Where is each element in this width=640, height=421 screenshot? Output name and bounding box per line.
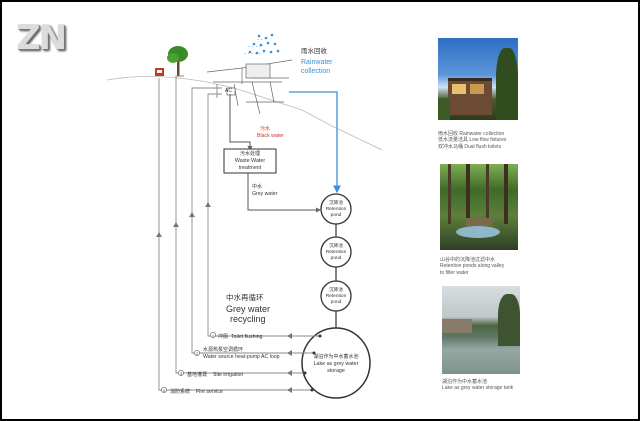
pond-2-cn: 沉降池: [329, 242, 343, 249]
rainwater-en-1: Rainwater: [301, 59, 333, 66]
zn-logo: ZN: [16, 18, 67, 58]
output-1-num: 1: [212, 334, 214, 338]
photo-house: [438, 38, 518, 120]
black-water-cn: 污水: [260, 125, 270, 132]
pond-2-en-2: pond: [331, 255, 342, 261]
caption-1: 雨水回收 Rainwater collection 低水流量洁具 Low flo…: [438, 131, 507, 150]
return-loops: [158, 75, 320, 391]
output-1-en: Toilet flushing: [231, 334, 263, 340]
building-icon: [206, 59, 293, 115]
ground-line: [106, 76, 383, 151]
lake-storage: [301, 327, 371, 399]
output-1: [210, 332, 216, 338]
rainwater-en-2: collection: [301, 68, 330, 75]
pond-1-en-1: Retention: [326, 206, 347, 212]
output-3-cn: 基地灌溉: [187, 371, 207, 378]
treatment-cn: 污水处理: [240, 150, 260, 157]
output-4: [161, 387, 167, 393]
recycling-en-2: recycling: [230, 314, 266, 324]
raindrops: [248, 33, 280, 55]
output-3-en: Site irrigation: [213, 372, 243, 378]
tree-icon: [167, 46, 188, 76]
pond-3-en-1: Retention: [326, 293, 347, 299]
output-1-cn: 冲厕: [218, 333, 228, 340]
ac-label: AC: [225, 88, 232, 94]
lake-cn: 湖泊作为中水蓄水池: [313, 353, 358, 360]
output-2-num: 2: [196, 352, 198, 356]
svg-text:․ ․ ․ ․: ․ ․ ․ ․: [248, 43, 261, 49]
flow-arrows: [156, 202, 292, 393]
treatment-en-2: treatment: [239, 165, 262, 171]
treatment-en-1: Waste Water: [235, 158, 265, 164]
output-4-en: Fire service: [196, 389, 223, 395]
output-4-cn: 消防系统: [170, 388, 190, 395]
fire-tank-icon: [155, 68, 164, 76]
output-4-num: 4: [163, 389, 165, 393]
grey-water-en: Grey water: [252, 191, 278, 197]
pond-1-cn: 沉降池: [329, 199, 343, 206]
output-2: [194, 350, 200, 356]
svg-text:․ ․: ․ ․: [257, 36, 263, 42]
output-2-cn: 水源热泵空调循环: [203, 346, 243, 353]
black-water-pipe: [229, 94, 253, 151]
caption-3: 湖泊作为中水蓄水池 Lake as grey water storage tan…: [442, 379, 514, 392]
photo-lake: [442, 286, 520, 374]
pond-3-en-2: pond: [331, 299, 342, 305]
lake-connectors: [303, 334, 322, 392]
rainwater-pipe: [289, 91, 341, 194]
lake-en-2: storage: [327, 368, 345, 374]
treatment-box: [223, 148, 277, 174]
grey-water-cn: 中水: [252, 183, 262, 190]
rainwater-cn: 雨水回收: [301, 46, 328, 55]
photo-forest-pond: [440, 164, 518, 250]
recycling-en-1: Grey water: [226, 304, 270, 314]
output-3-num: 3: [180, 372, 182, 376]
pond-3-cn: 沉降池: [329, 286, 343, 293]
grey-water-pipe: [247, 173, 321, 213]
recycling-cn: 中水再循环: [226, 292, 264, 302]
black-water-en: Black water: [257, 133, 284, 139]
output-3: [178, 370, 184, 376]
caption-2: 山谷中的沉降池过滤中水 Retention ponds along valley…: [440, 257, 505, 276]
pond-2-en-1: Retention: [326, 249, 347, 255]
lake-en-1: Lake as grey water: [314, 361, 359, 367]
rain-icon: ․ ․ ․ ․ ․ ․ ․ ․ ․ ․ ․: [244, 36, 263, 56]
output-2-en: Water source heat-pump AC loop: [203, 354, 280, 360]
svg-text:․ ․ ․ ․ ․: ․ ․ ․ ․ ․: [244, 50, 261, 56]
pond-1-en-2: pond: [331, 212, 342, 218]
